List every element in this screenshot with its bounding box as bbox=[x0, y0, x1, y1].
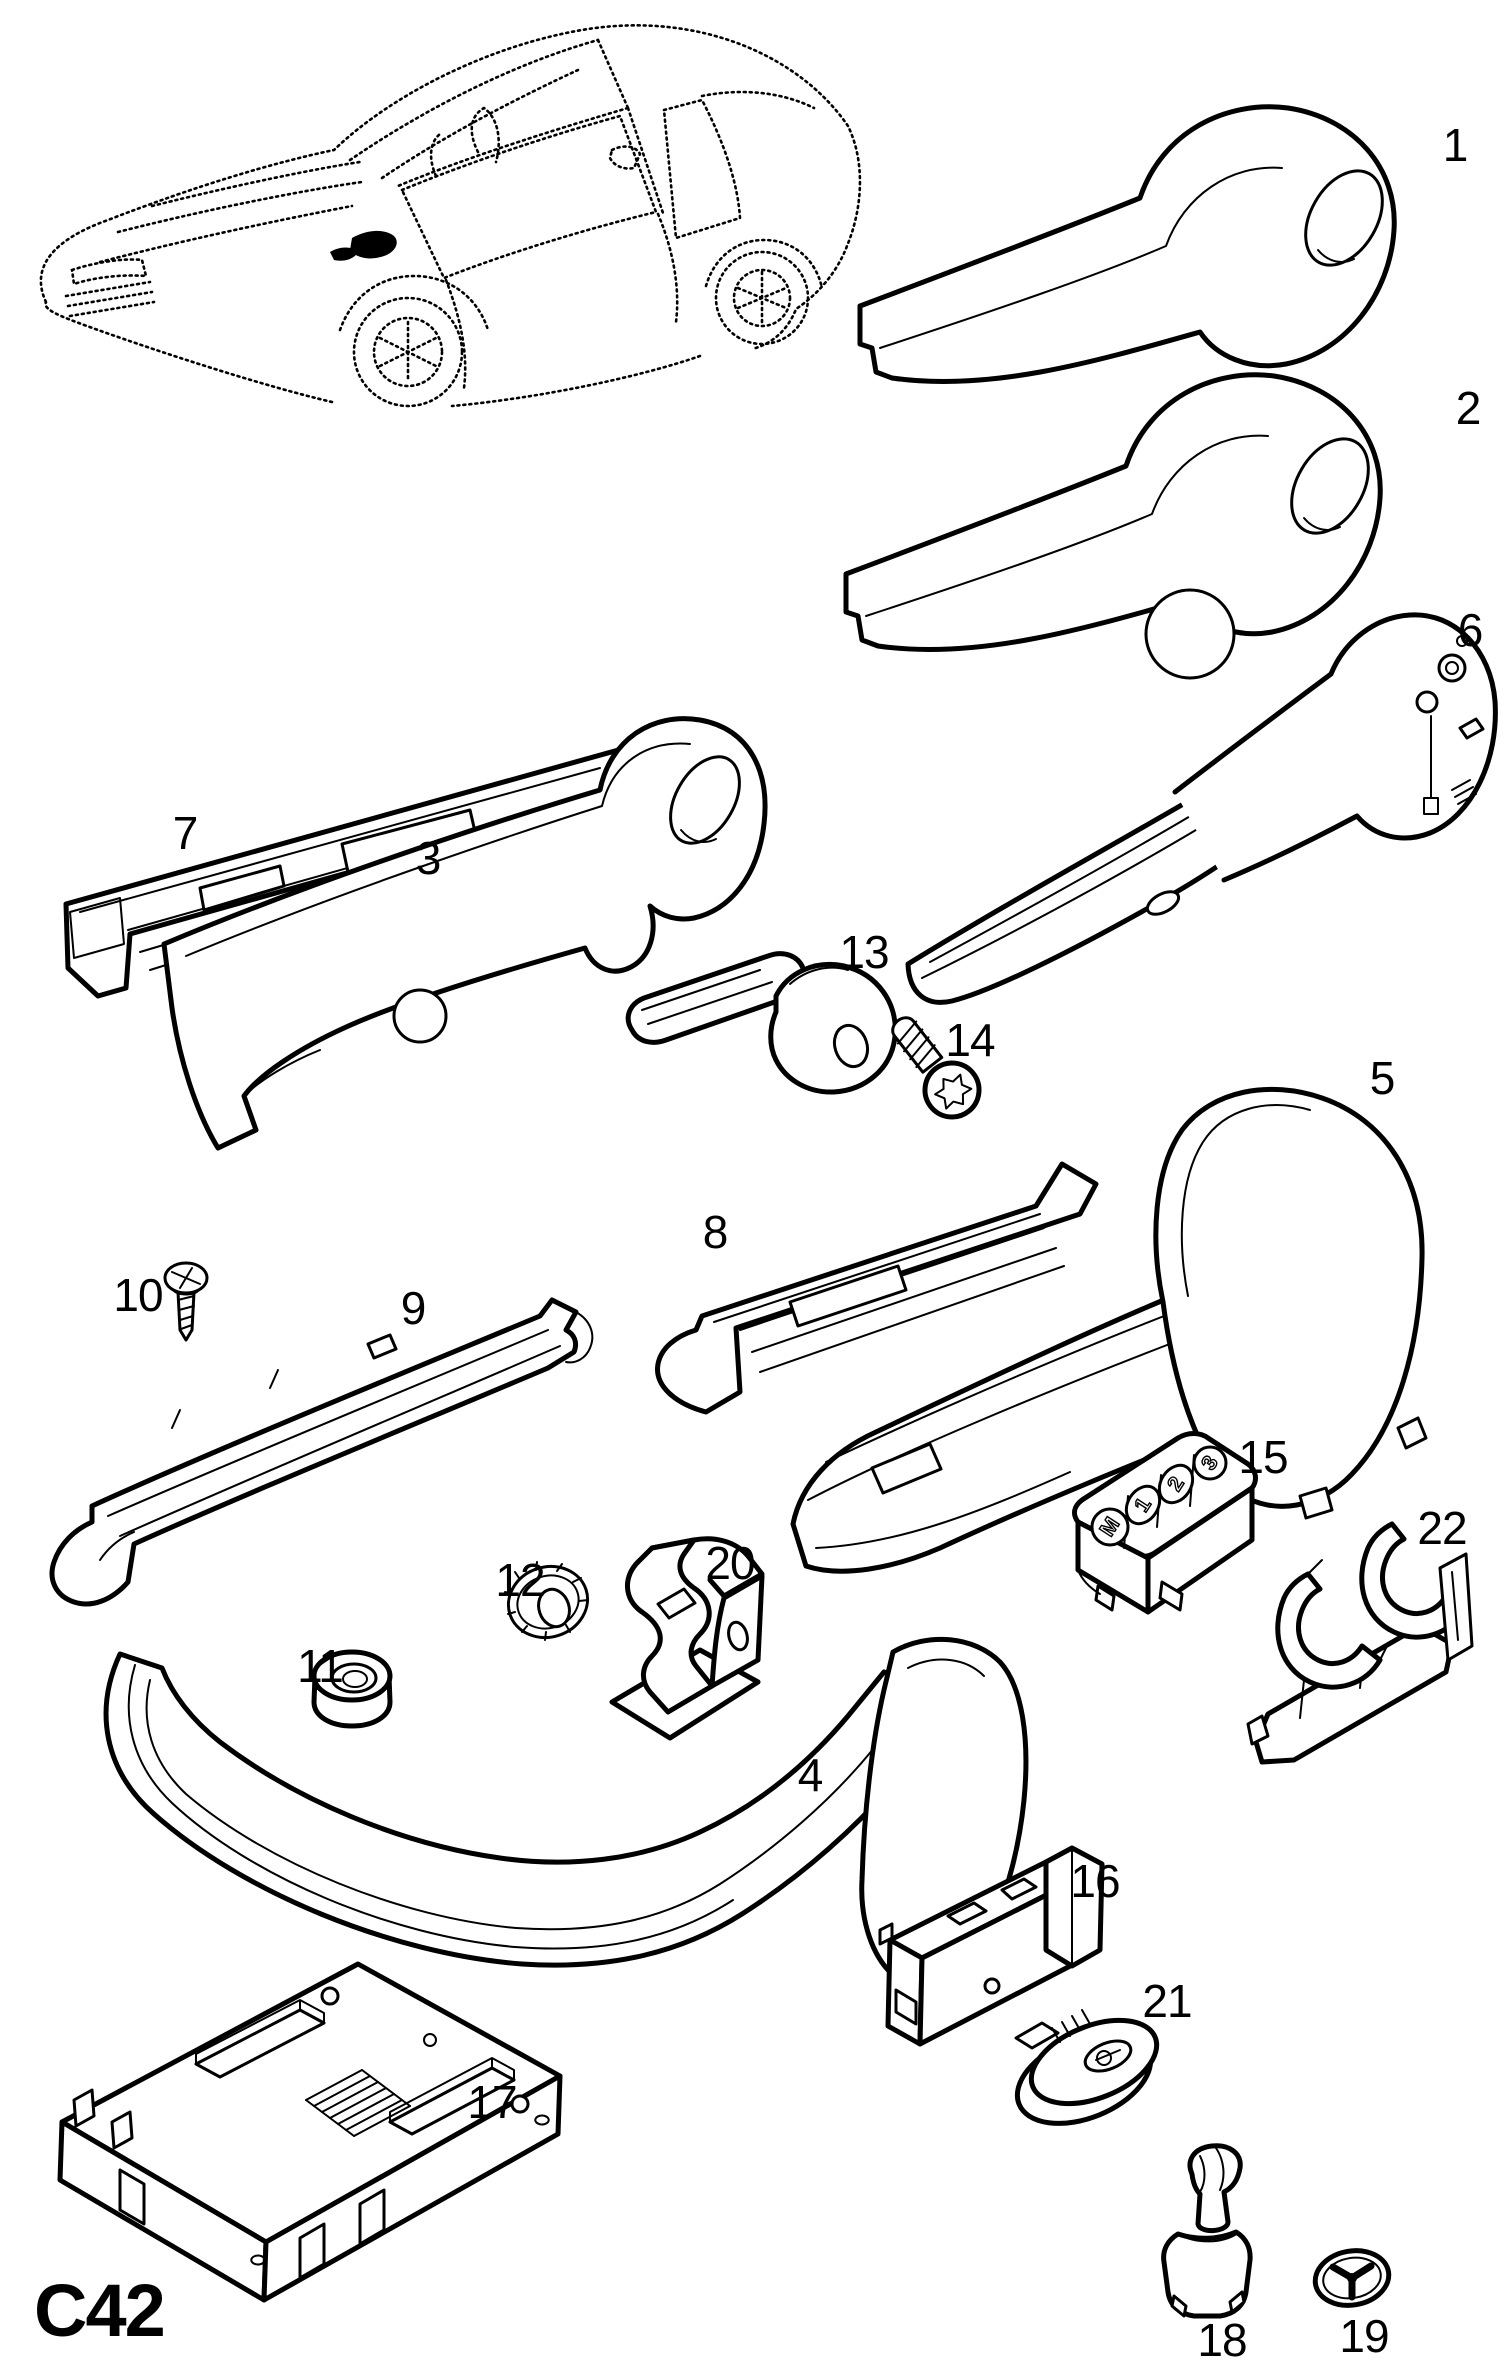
part-2-drawing bbox=[843, 372, 1383, 680]
callout-9[interactable]: 9 bbox=[400, 1282, 427, 1334]
callout-21[interactable]: 21 bbox=[1142, 1975, 1192, 2027]
part-15-drawing: M 1 2 3 bbox=[1072, 1431, 1258, 1615]
part-14-drawing bbox=[891, 1016, 982, 1120]
callout-13[interactable]: 13 bbox=[839, 926, 889, 978]
callout-14[interactable]: 14 bbox=[945, 1014, 995, 1066]
callout-15[interactable]: 15 bbox=[1238, 1431, 1288, 1483]
callout-22[interactable]: 22 bbox=[1417, 1502, 1467, 1554]
callout-17[interactable]: 17 bbox=[467, 2076, 517, 2128]
part-3-drawing bbox=[161, 716, 768, 1151]
callout-16[interactable]: 16 bbox=[1070, 1855, 1120, 1907]
callout-19[interactable]: 19 bbox=[1339, 2310, 1389, 2362]
part-6-drawing bbox=[905, 612, 1498, 1005]
callout-20[interactable]: 20 bbox=[705, 1537, 755, 1589]
callout-1[interactable]: 1 bbox=[1442, 119, 1469, 171]
part-5-drawing bbox=[790, 1086, 1428, 1574]
part-18-drawing bbox=[1161, 2143, 1253, 2319]
part-9-drawing bbox=[49, 1297, 594, 1607]
callout-7[interactable]: 7 bbox=[172, 807, 199, 859]
part-11-drawing bbox=[311, 1649, 393, 1729]
callout-8[interactable]: 8 bbox=[702, 1206, 729, 1258]
part-1-drawing bbox=[857, 104, 1397, 385]
callout-3[interactable]: 3 bbox=[415, 832, 442, 884]
vehicle-illustration bbox=[39, 24, 862, 408]
part-12-drawing bbox=[504, 1561, 590, 1641]
callout-18[interactable]: 18 bbox=[1197, 2314, 1247, 2366]
part-13-drawing bbox=[625, 951, 898, 1095]
callout-5[interactable]: 5 bbox=[1369, 1052, 1396, 1104]
part-20-drawing bbox=[609, 1536, 765, 1741]
callout-4[interactable]: 4 bbox=[797, 1749, 824, 1801]
callout-10[interactable]: 10 bbox=[113, 1269, 163, 1321]
callout-12[interactable]: 12 bbox=[495, 1554, 545, 1606]
callout-2[interactable]: 2 bbox=[1455, 382, 1482, 434]
part-22-drawing bbox=[1246, 1521, 1474, 1765]
part-17-drawing bbox=[57, 1961, 563, 2303]
part-19-drawing bbox=[1312, 2248, 1392, 2308]
callout-11[interactable]: 11 bbox=[297, 1640, 344, 1692]
part-21-drawing bbox=[1014, 2009, 1160, 2126]
part-10-drawing bbox=[163, 1261, 209, 1342]
page-code: C42 bbox=[34, 2269, 166, 2352]
callout-6[interactable]: 6 bbox=[1457, 604, 1484, 656]
part-8-drawing bbox=[655, 1161, 1099, 1415]
part-16-drawing bbox=[878, 1845, 1105, 2047]
